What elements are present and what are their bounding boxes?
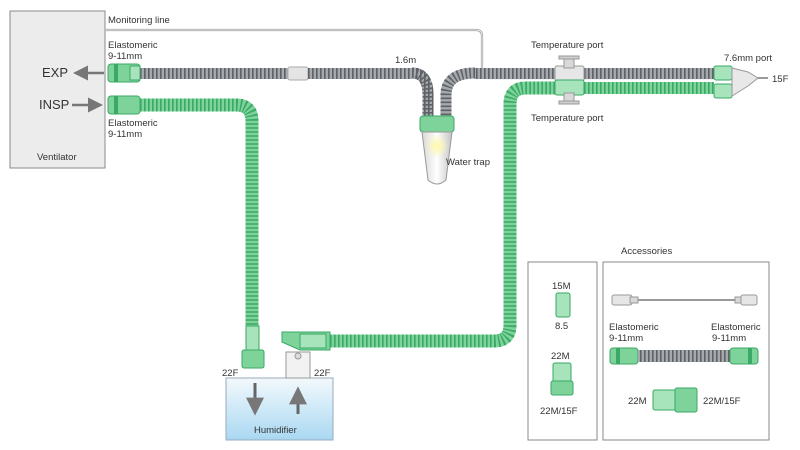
acc-22m-adapter [550, 362, 574, 396]
elastomeric-exp-label: Elastomeric [108, 40, 158, 51]
insp-label: INSP [39, 97, 69, 112]
acc-22m-label: 22M [551, 351, 570, 362]
exp-elastomeric-connector [107, 63, 141, 83]
f15-label: 15F [772, 74, 789, 85]
inspiratory-limb [107, 95, 265, 369]
acc-elastomeric-right: Elastomeric [711, 322, 761, 333]
elastomeric-insp-label: Elastomeric [108, 118, 158, 129]
accessories-title: Accessories [621, 246, 672, 257]
f22-right-label: 22F [314, 368, 331, 379]
acc-15m-size: 8.5 [555, 321, 568, 332]
accessories-panel: Accessories 15M 8.5 22M 22M/15F Elastome… [527, 246, 770, 441]
humidifier: Humidifier 22F 22F [222, 331, 334, 441]
ventilator-box: Ventilator EXP INSP [9, 10, 106, 169]
heated-limb: Temperature port [330, 79, 714, 348]
exp-label: EXP [42, 65, 68, 80]
ventilator-label: Ventilator [37, 152, 77, 163]
acc-elastomeric-left-size: 9-11mm [609, 333, 643, 344]
acc-elastomeric-left: Elastomeric [609, 322, 659, 333]
f22-left-label: 22F [222, 368, 239, 379]
water-trap: Water trap [419, 115, 490, 185]
temp-port-bottom-label: Temperature port [531, 113, 604, 124]
port-76-label: 7.6mm port [724, 53, 772, 64]
humidifier-label: Humidifier [254, 425, 297, 436]
y-piece: 7.6mm port 15F [713, 53, 789, 99]
expiratory-limb [140, 66, 714, 118]
acc-15m-adapter [555, 292, 571, 318]
temp-port-top-label: Temperature port [531, 40, 604, 51]
length-label: 1.6m [395, 55, 416, 66]
acc-22m-15f-label: 22M/15F [540, 406, 578, 417]
acc-15m-label: 15M [552, 281, 571, 292]
acc-straight-adapter [652, 387, 698, 413]
monitoring-line-label: Monitoring line [108, 15, 170, 26]
acc-monitoring-line [611, 294, 758, 306]
elastomeric-exp-size: 9-11mm [108, 51, 142, 62]
acc-adapter-right-label: 22M/15F [703, 396, 741, 407]
acc-adapter-left-label: 22M [628, 396, 647, 407]
water-trap-label: Water trap [446, 157, 490, 168]
acc-elastomeric-tube [609, 347, 759, 365]
elastomeric-insp-size: 9-11mm [108, 129, 142, 140]
acc-elastomeric-right-size: 9-11mm [712, 333, 746, 344]
